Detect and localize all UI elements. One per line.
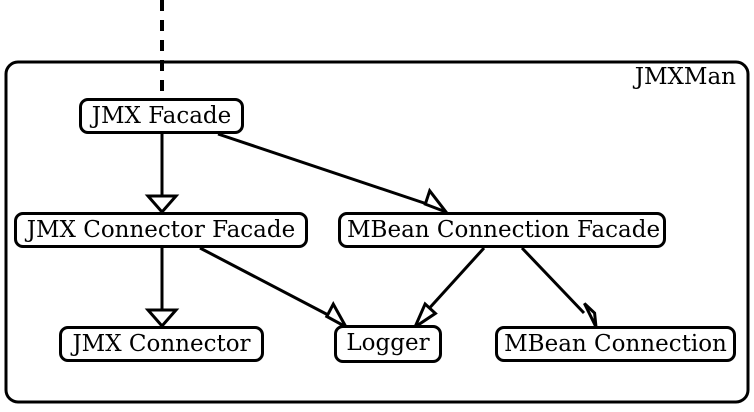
node-mbean-connection-facade[interactable]: MBean Connection Facade: [338, 212, 666, 248]
edge-jmx-facade-to-mbean-connection-facade: [217, 132, 431, 207]
node-jmx-facade[interactable]: JMX Facade: [79, 98, 244, 134]
node-mbean-connection[interactable]: MBean Connection: [495, 326, 736, 362]
node-jmx-connector-facade[interactable]: JMX Connector Facade: [14, 212, 308, 248]
arrowhead-mbean-connection: [583, 302, 598, 328]
package-label: JMXMan: [634, 64, 736, 90]
arrowhead-jmx-connector: [144, 308, 180, 329]
arrowhead-logger-left: [324, 300, 350, 331]
package-frame: [4, 60, 750, 404]
arrowhead-logger-right: [411, 301, 438, 332]
edge-mbean-connection-facade-to-mbean-connection: [520, 246, 586, 315]
arrowhead-mbean-connection-facade: [423, 187, 451, 216]
edge-jmx-connector-facade-to-logger: [199, 246, 333, 319]
arrowhead-jmx-connector-facade: [144, 194, 180, 215]
node-jmx-connector[interactable]: JMX Connector: [59, 326, 264, 362]
edge-mbean-connection-facade-to-logger: [423, 246, 486, 315]
node-logger[interactable]: Logger: [334, 325, 442, 363]
